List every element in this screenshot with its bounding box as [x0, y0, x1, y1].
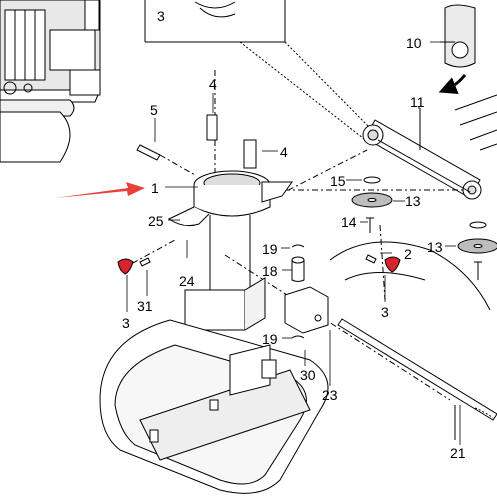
- callout-2: 2: [404, 246, 412, 262]
- detail-box-top: [144, 0, 373, 143]
- callout-13-upper: 13: [405, 193, 421, 209]
- excavator-illustration: [0, 0, 101, 163]
- callout-21: 21: [450, 445, 466, 461]
- callout-4-lower: 4: [280, 144, 288, 160]
- red-clips-item-3: [117, 256, 401, 275]
- callout-19-lower: 19: [262, 331, 278, 347]
- callout-18: 18: [262, 263, 278, 279]
- callout-3-top: 3: [157, 8, 165, 24]
- callout-23: 23: [322, 387, 338, 403]
- blocks-item-4: [206, 114, 257, 169]
- bearing-item-1: [167, 170, 293, 227]
- undercarriage: [99, 319, 329, 494]
- callout-3-left: 3: [122, 315, 130, 331]
- cylinder-item-11: [362, 108, 482, 200]
- washers-item-13: [351, 176, 497, 254]
- callout-24: 24: [179, 273, 195, 289]
- right-frame: [329, 94, 497, 311]
- callout-13-lower: 13: [427, 239, 443, 255]
- callout-10: 10: [406, 35, 422, 51]
- callout-30: 30: [300, 367, 316, 383]
- pin-item-18: [291, 244, 305, 339]
- bracket-item-30: [284, 286, 329, 334]
- callout-5: 5: [150, 102, 158, 118]
- leader-lines: [126, 41, 461, 445]
- support-column: [184, 215, 266, 331]
- callout-3-right: 3: [381, 304, 389, 320]
- rod-item-21: [337, 318, 497, 440]
- callout-4-upper: 4: [209, 76, 217, 92]
- callout-15: 15: [330, 173, 346, 189]
- callout-19-upper: 19: [262, 241, 278, 257]
- bolts: [136, 144, 482, 280]
- highlight-arrow: [55, 182, 145, 198]
- callout-1: 1: [151, 180, 159, 196]
- callout-31: 31: [137, 298, 153, 314]
- callout-25: 25: [148, 213, 164, 229]
- callout-11: 11: [410, 94, 425, 110]
- callout-14: 14: [341, 214, 357, 230]
- item-10-bag: [438, 4, 476, 95]
